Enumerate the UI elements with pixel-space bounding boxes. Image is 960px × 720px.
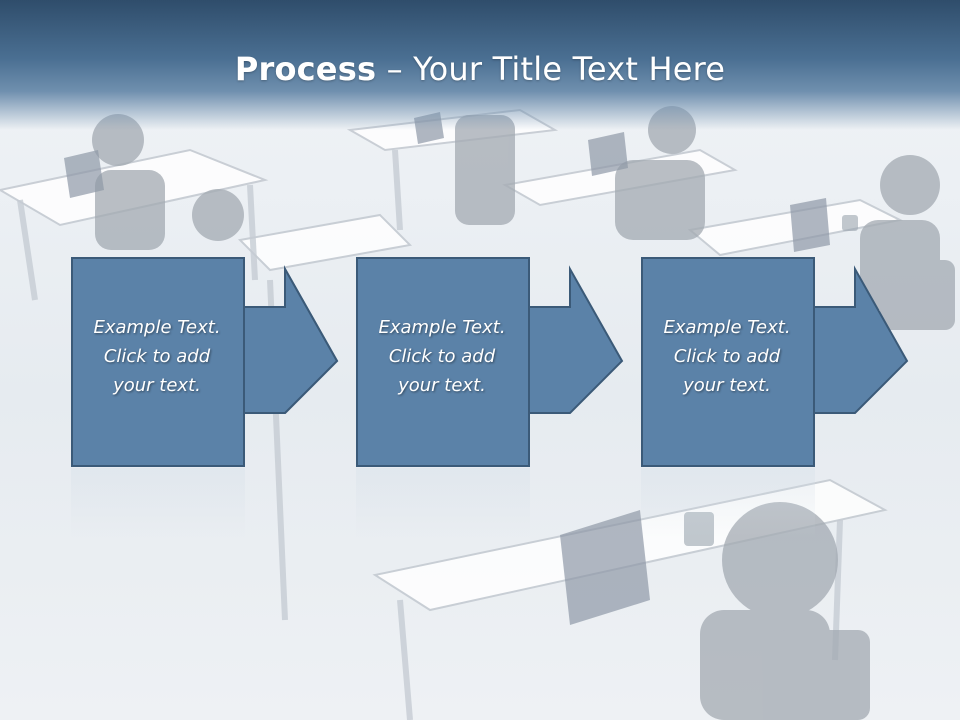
step-text-line: Example Text. (378, 317, 506, 338)
step-1-text[interactable]: Example Text. Click to add your text. (71, 313, 243, 400)
slide-title[interactable]: Process – Your Title Text Here (0, 50, 960, 88)
step-arrow-shape (356, 257, 624, 467)
title-banner (0, 0, 960, 130)
process-step-3[interactable]: Example Text. Click to add your text. (641, 257, 960, 467)
step-text-line: your text. (683, 375, 771, 396)
step-text-line: your text. (113, 375, 201, 396)
step-2-text[interactable]: Example Text. Click to add your text. (356, 313, 528, 400)
step-text-line: Example Text. (93, 317, 221, 338)
step-3-reflection (641, 468, 815, 538)
step-3-text[interactable]: Example Text. Click to add your text. (641, 313, 813, 400)
step-arrow-shape (641, 257, 909, 467)
step-arrow-shape (71, 257, 339, 467)
step-2-reflection (356, 468, 530, 538)
process-step-1[interactable]: Example Text. Click to add your text. (71, 257, 417, 467)
process-step-2[interactable]: Example Text. Click to add your text. (356, 257, 702, 467)
step-text-line: Click to add (388, 346, 496, 367)
title-bold-part: Process (234, 50, 377, 88)
step-text-line: your text. (398, 375, 486, 396)
title-rest-part: – Your Title Text Here (376, 50, 726, 88)
step-1-reflection (71, 468, 245, 538)
step-text-line: Click to add (673, 346, 781, 367)
step-text-line: Click to add (103, 346, 211, 367)
step-text-line: Example Text. (663, 317, 791, 338)
